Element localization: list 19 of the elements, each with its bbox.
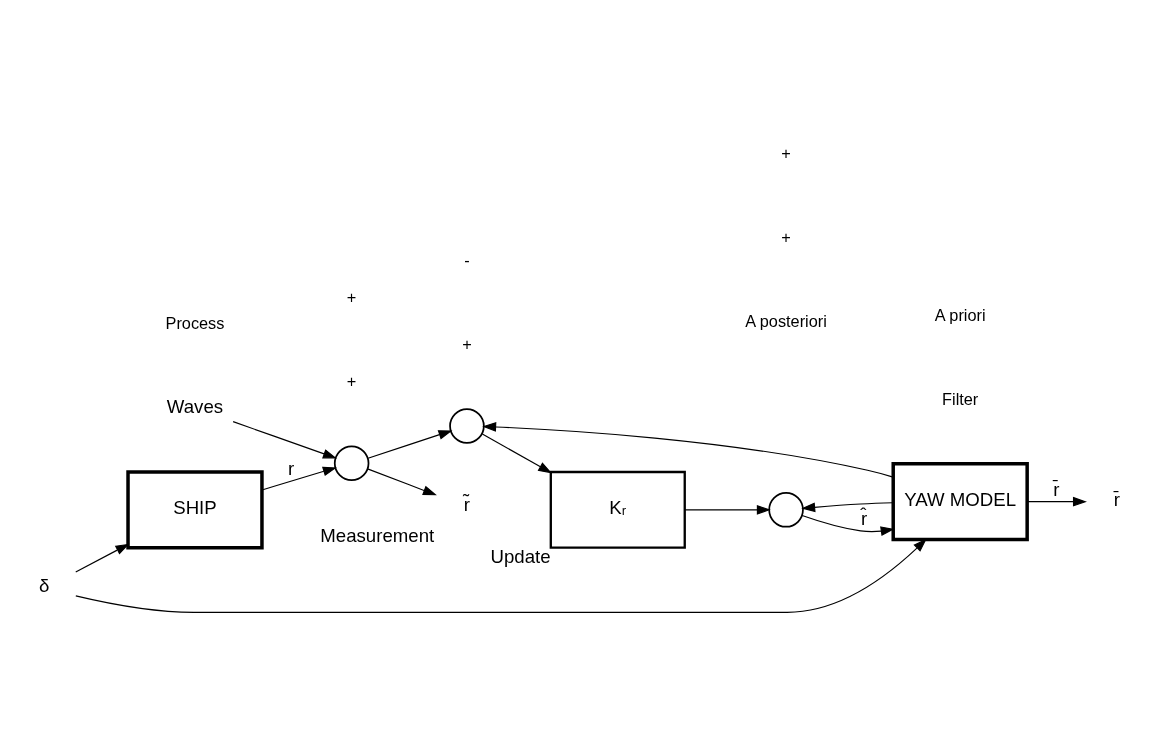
- label: +: [781, 227, 791, 246]
- node-label: Measurement: [320, 525, 435, 547]
- node-text: Waves: [166, 395, 224, 417]
- edge-label: r: [287, 457, 295, 479]
- edge-label: r̄: [1053, 478, 1060, 500]
- label: +: [346, 288, 357, 307]
- node-text: r̄: [1113, 489, 1120, 511]
- node-text: δ: [38, 575, 50, 597]
- label: -: [464, 251, 470, 270]
- label: +: [346, 372, 357, 391]
- label: +: [781, 143, 791, 162]
- label: Process: [165, 313, 225, 332]
- node-label: Update: [490, 545, 551, 567]
- label: +: [462, 334, 472, 353]
- label: A priori: [934, 305, 986, 324]
- label: Filter: [942, 389, 979, 408]
- label: A posteriori: [745, 311, 827, 330]
- node-text: r̃: [463, 493, 471, 515]
- edge-label: r̂: [861, 507, 868, 529]
